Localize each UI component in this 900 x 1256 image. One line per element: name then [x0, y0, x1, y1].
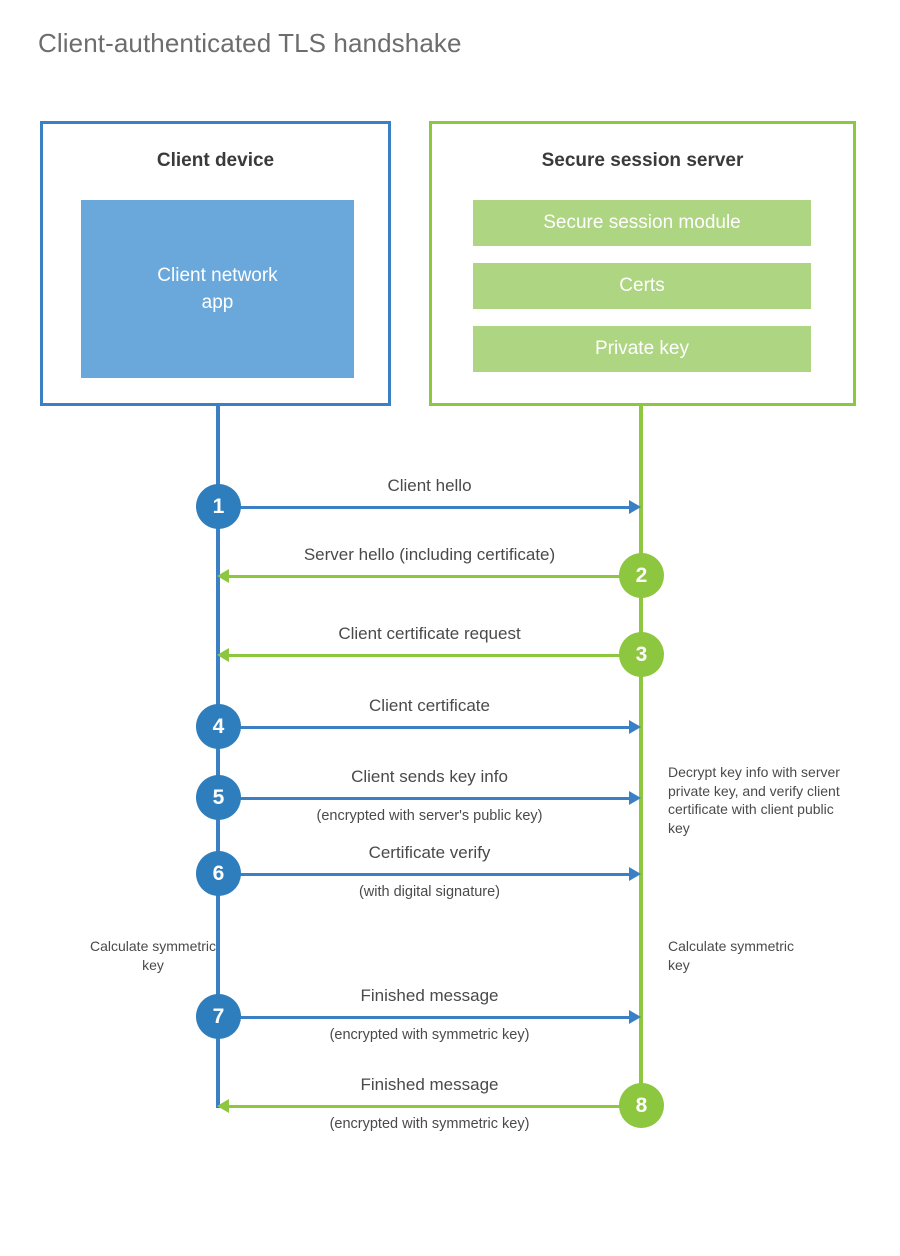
server-component-certs: Certs — [473, 263, 811, 309]
client-device-title: Client device — [156, 150, 275, 171]
message-arrowhead — [629, 1010, 641, 1024]
message-arrow-line — [218, 797, 631, 800]
secure-session-server-title: Secure session server — [541, 150, 744, 171]
message-arrow-line — [228, 1105, 641, 1108]
note-decrypt-key-info: Decrypt key info with server private key… — [668, 764, 840, 836]
message-arrow-line — [228, 575, 641, 578]
step-badge-8[interactable]: 8 — [619, 1083, 664, 1128]
server-component-label: Private key — [595, 338, 689, 359]
message-sublabel: (encrypted with symmetric key) — [329, 1027, 530, 1043]
server-component-label: Secure session module — [543, 212, 741, 233]
message-arrowhead — [217, 569, 229, 583]
message-arrow-line — [228, 654, 641, 657]
message-label: Client sends key info — [351, 767, 508, 786]
message-arrow-line — [218, 506, 631, 509]
message-arrowhead — [629, 791, 641, 805]
step-badge-5[interactable]: 5 — [196, 775, 241, 820]
step-badge-1[interactable]: 1 — [196, 484, 241, 529]
page-title: Client-authenticated TLS handshake — [38, 28, 462, 58]
message-arrowhead — [629, 500, 641, 514]
message-sublabel: (with digital signature) — [358, 884, 501, 900]
message-label: Client certificate — [369, 696, 490, 715]
server-lifeline — [639, 404, 643, 1107]
message-label: Client hello — [387, 476, 472, 495]
message-arrowhead — [629, 720, 641, 734]
message-arrowhead — [629, 867, 641, 881]
message-arrowhead — [217, 1099, 229, 1113]
message-label: Certificate verify — [368, 843, 491, 862]
step-badge-4[interactable]: 4 — [196, 704, 241, 749]
message-label: Client certificate request — [338, 624, 521, 643]
message-arrow-line — [218, 726, 631, 729]
message-label: Finished message — [360, 986, 499, 1005]
step-badge-6[interactable]: 6 — [196, 851, 241, 896]
note-calculate-symmetric-key-client: Calculate symmetric key — [89, 938, 217, 973]
message-arrow-line — [218, 873, 631, 876]
message-arrowhead — [217, 648, 229, 662]
message-sublabel: (encrypted with server's public key) — [316, 808, 543, 824]
message-arrow-line — [218, 1016, 631, 1019]
message-label: Finished message — [360, 1075, 499, 1094]
client-lifeline — [216, 404, 220, 1108]
server-component-label: Certs — [619, 275, 665, 296]
server-component-private-key: Private key — [473, 326, 811, 372]
message-label: Server hello (including certificate) — [303, 545, 556, 564]
step-badge-3[interactable]: 3 — [619, 632, 664, 677]
server-component-secure-session-module: Secure session module — [473, 200, 811, 246]
note-calculate-symmetric-key-server: Calculate symmetric key — [668, 938, 795, 973]
secure-session-server-box: Secure session server Secure session mod… — [429, 121, 856, 406]
message-sublabel: (encrypted with symmetric key) — [329, 1116, 530, 1132]
step-badge-7[interactable]: 7 — [196, 994, 241, 1039]
step-badge-2[interactable]: 2 — [619, 553, 664, 598]
